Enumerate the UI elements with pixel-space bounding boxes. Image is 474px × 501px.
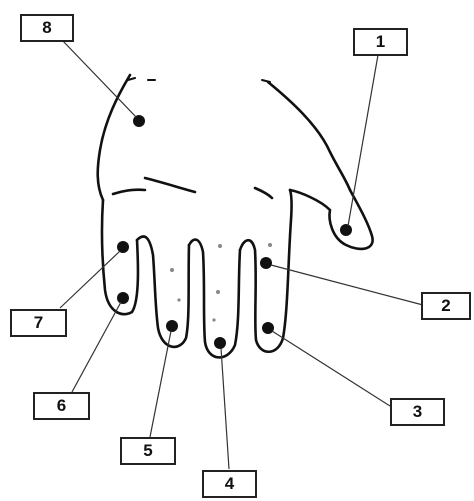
knuckle-line-2 [113, 190, 145, 194]
hand-outline-right [268, 82, 350, 190]
knuckle-line-3 [255, 188, 272, 198]
leader-line-4 [221, 348, 229, 469]
label-4: 4 [202, 470, 257, 498]
label-1: 1 [353, 28, 408, 56]
acupoint-2 [260, 257, 272, 269]
acupoint-3 [262, 322, 274, 334]
label-5: 5 [120, 437, 176, 465]
leader-line-1 [348, 55, 378, 226]
label-6: 6 [33, 392, 90, 420]
leader-line-5 [150, 331, 171, 437]
leader-line-8 [62, 40, 136, 117]
acupoint-5 [166, 320, 178, 332]
acupoint-6 [117, 292, 129, 304]
label-2: 2 [421, 292, 471, 320]
leader-line-6 [72, 302, 121, 392]
leader-line-2 [271, 265, 423, 305]
leader-line-3 [272, 331, 390, 406]
label-3: 3 [390, 398, 445, 426]
acupoint-8 [133, 115, 145, 127]
thumb-outline [290, 190, 373, 249]
ring-finger-outline [137, 236, 189, 346]
acupoint-4 [214, 337, 226, 349]
leader-line-7 [60, 251, 120, 308]
knuckle-line-1 [145, 178, 195, 192]
middle-finger-outline [189, 240, 240, 358]
label-8: 8 [20, 14, 74, 42]
acupoint-1 [340, 224, 352, 236]
acupoint-7 [117, 241, 129, 253]
label-7: 7 [10, 309, 67, 337]
